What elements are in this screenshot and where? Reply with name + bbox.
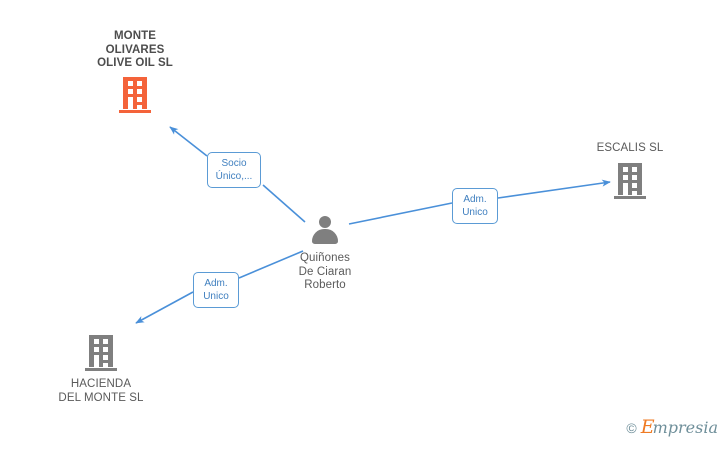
node-person-icon-wrap	[250, 216, 400, 244]
edge-line-socio-box-to-monte-olivares	[169, 126, 208, 157]
edge-label-adm-unico-escalis[interactable]: Adm. Unico	[452, 188, 498, 224]
node-monte-olivares-label: MONTE OLIVARES OLIVE OIL SL	[97, 30, 173, 69]
node-hacienda-del-monte-label: HACIENDA DEL MONTE SL	[58, 378, 144, 404]
brand-rest: mpresia	[652, 418, 718, 437]
empresia-watermark: © Empresia	[626, 418, 718, 438]
edge-label-adm-unico-hacienda[interactable]: Adm. Unico	[193, 272, 239, 308]
node-escalis[interactable]: ESCALIS SL	[555, 142, 705, 199]
building-icon	[614, 162, 646, 199]
node-monte-olivares[interactable]: MONTE OLIVARES OLIVE OIL SL	[60, 30, 210, 113]
node-quinones-de-ciaran-roberto[interactable]: Quiñones De Ciaran Roberto	[250, 216, 400, 293]
node-hacienda-icon-wrap	[26, 335, 176, 371]
brand-name: Empresia	[641, 418, 718, 438]
edge-label-socio-unico[interactable]: Socio Único,...	[207, 152, 261, 188]
edge-line-adm-box-to-hacienda	[135, 291, 194, 324]
node-person-label: Quiñones De Ciaran Roberto	[298, 252, 352, 291]
node-monte-olivares-icon-wrap	[60, 76, 210, 113]
node-escalis-icon-wrap	[555, 162, 705, 199]
building-icon	[119, 76, 151, 113]
brand-initial: E	[640, 416, 655, 438]
copyright-icon: ©	[626, 420, 637, 436]
person-icon	[310, 216, 340, 244]
node-hacienda-del-monte[interactable]: HACIENDA DEL MONTE SL	[26, 335, 176, 405]
building-icon	[85, 335, 117, 371]
node-escalis-label: ESCALIS SL	[596, 142, 664, 154]
